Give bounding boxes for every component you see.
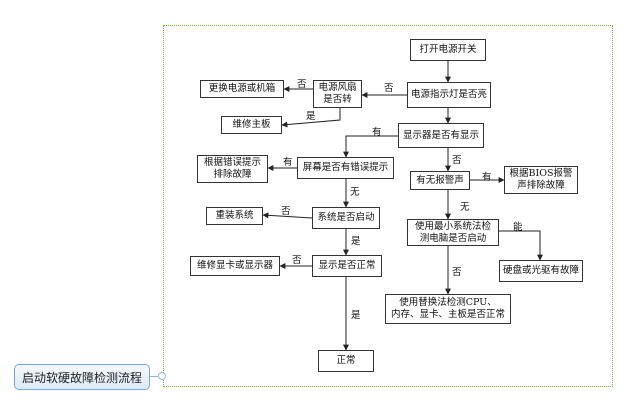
label-screen-no: 无 — [350, 187, 360, 198]
label-beep-no: 无 — [460, 202, 470, 213]
label-min-can: 能 — [513, 222, 523, 233]
label-display-yes: 有 — [372, 127, 382, 138]
node-normal: 正常 — [318, 350, 374, 372]
topic-connector — [150, 376, 164, 377]
node-reinstall: 重装系统 — [206, 207, 263, 225]
node-display: 显示器是否有显示 — [398, 123, 484, 148]
edge-display-screen — [343, 135, 398, 158]
edge-fan-board — [281, 108, 341, 128]
label-fan-yes: 是 — [306, 111, 316, 122]
mindmap-topic[interactable]: 启动软硬故障检测流程 — [14, 364, 150, 390]
node-screen-error: 屏幕是否有错误提示 — [297, 157, 394, 179]
node-disk-fault: 硬盘或光驱有故障 — [499, 260, 583, 282]
node-bios-beep: 根据BIOS报警 声排除故障 — [504, 166, 578, 194]
label-fan-no: 否 — [297, 79, 307, 90]
node-repair-board: 维修主板 — [221, 116, 282, 134]
topic-connector-handle[interactable] — [158, 372, 166, 380]
node-min-system: 使用最小系统法检 测电脑是否启动 — [407, 219, 499, 246]
node-fix-by-error: 根据错误提示 排除故障 — [197, 155, 268, 183]
node-system-boot: 系统是否启动 — [312, 207, 380, 229]
node-swap-test: 使用替换法检测CPU、 内存、显卡、主板是否正常 — [385, 294, 511, 324]
label-min-no: 否 — [452, 267, 462, 278]
node-replace-psu: 更换电源或机箱 — [200, 80, 284, 98]
node-power-led: 电源指示灯是否亮 — [407, 82, 491, 108]
label-boot-yes: 是 — [351, 236, 361, 247]
node-display-normal: 显示是否正常 — [312, 255, 382, 277]
label-normal-yes: 是 — [351, 310, 361, 321]
node-beep: 有无报警声 — [410, 171, 470, 190]
edge-min-disk — [499, 230, 543, 261]
node-fan: 电源风扇 是否转 — [313, 80, 362, 108]
label-led-no: 否 — [384, 83, 394, 94]
edge-boot-reinstall — [262, 212, 313, 219]
label-beep-yes: 有 — [482, 172, 492, 183]
node-repair-gpu: 维修显卡或显示器 — [190, 256, 280, 276]
label-display-no: 否 — [452, 155, 462, 166]
node-power-on: 打开电源开关 — [410, 39, 486, 61]
label-boot-no: 否 — [281, 206, 291, 217]
label-normal-no: 否 — [292, 255, 302, 266]
label-screen-yes: 有 — [283, 157, 293, 168]
